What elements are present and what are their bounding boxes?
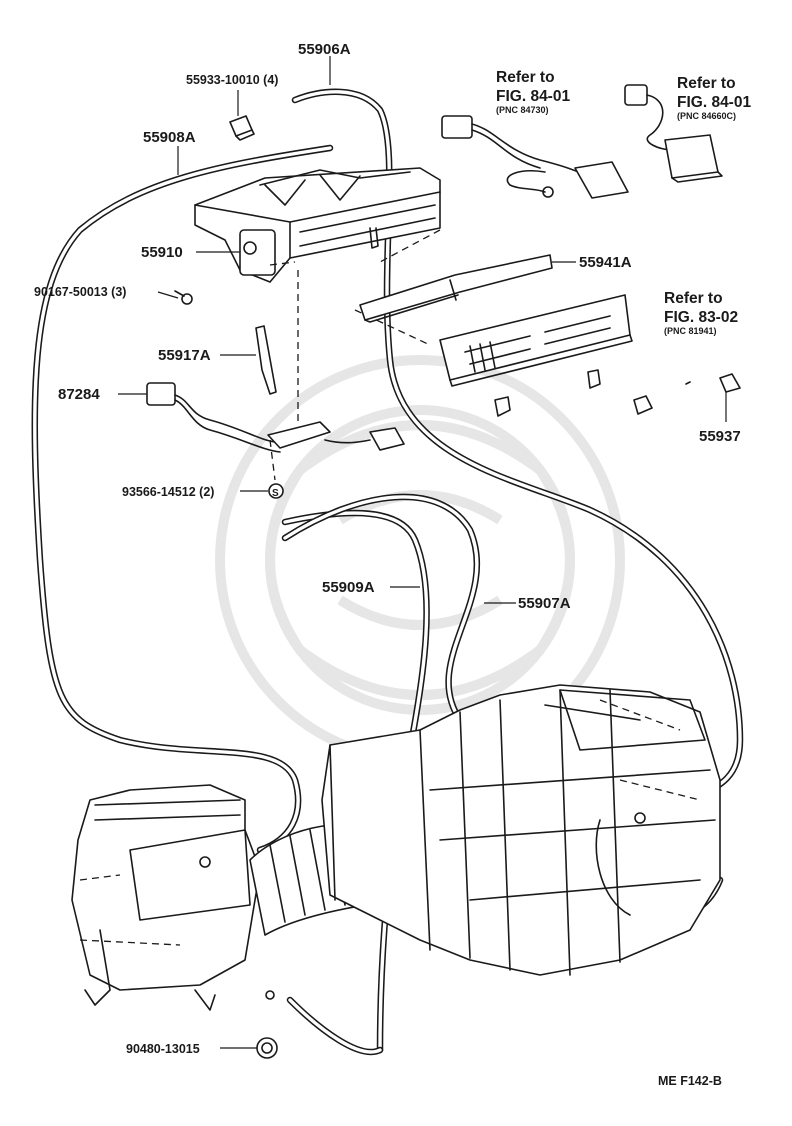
ref1-line2: FIG. 84-01 [496, 88, 570, 105]
reference-84730[interactable]: Refer to FIG. 84-01 (PNC 84730) [496, 69, 570, 115]
harness-87284[interactable] [146, 382, 405, 453]
ref3-line2: FIG. 83-02 [664, 309, 738, 326]
part-label-55933: 55933-10010 (4) [186, 73, 278, 87]
cable-55908A[interactable] [31, 144, 334, 854]
reference-81941[interactable]: Refer to FIG. 83-02 (PNC 81941) [664, 290, 738, 336]
part-label-55906A: 55906A [298, 41, 351, 58]
part-label-90167: 90167-50013 (3) [34, 285, 126, 299]
screw-93566[interactable]: S [268, 483, 284, 499]
part-label-93566: 93566-14512 (2) [122, 485, 214, 499]
screw-symbol: S [272, 488, 279, 499]
grommet-90480[interactable] [256, 1037, 278, 1059]
clip-55933[interactable] [229, 115, 255, 141]
ref2-line1: Refer to [677, 75, 736, 92]
part-label-55908A: 55908A [143, 129, 196, 146]
knob-55937-group[interactable] [494, 369, 741, 417]
ref1-pnc: (PNC 84730) [496, 105, 549, 115]
ref3-line1: Refer to [664, 290, 723, 307]
air-duct-register[interactable] [71, 784, 261, 1011]
part-label-55907A: 55907A [518, 595, 571, 612]
ref1-line1: Refer to [496, 69, 555, 86]
clip-screw [265, 990, 275, 1000]
screw-90167[interactable] [174, 290, 193, 305]
lever-55941A[interactable] [359, 254, 553, 323]
ref2-line2: FIG. 84-01 [677, 94, 751, 111]
ref3-pnc: (PNC 81941) [664, 326, 717, 336]
part-label-87284: 87284 [58, 386, 100, 403]
cable-55906A[interactable] [291, 88, 744, 804]
part-label-55937: 55937 [699, 428, 741, 445]
heater-unit[interactable] [321, 684, 721, 976]
part-label-55941A: 55941A [579, 254, 632, 271]
cable-55909A[interactable] [281, 509, 430, 1054]
part-label-55917A: 55917A [158, 347, 211, 364]
sensor-harness-84730[interactable] [441, 115, 629, 199]
control-panel-plate[interactable] [439, 294, 633, 387]
ref2-pnc: (PNC 84660C) [677, 111, 736, 121]
part-label-55909A: 55909A [322, 579, 375, 596]
part-label-55910: 55910 [141, 244, 183, 261]
control-assembly-55910[interactable] [194, 167, 441, 283]
figure-code: ME F142-B [658, 1074, 722, 1088]
cable-lower-loop [286, 996, 384, 1056]
relay-harness-84660C[interactable] [624, 84, 723, 183]
part-label-90480: 90480-13015 [126, 1042, 200, 1056]
bracket-55917A[interactable] [255, 325, 277, 395]
reference-84660C[interactable]: Refer to FIG. 84-01 (PNC 84660C) [677, 75, 751, 121]
